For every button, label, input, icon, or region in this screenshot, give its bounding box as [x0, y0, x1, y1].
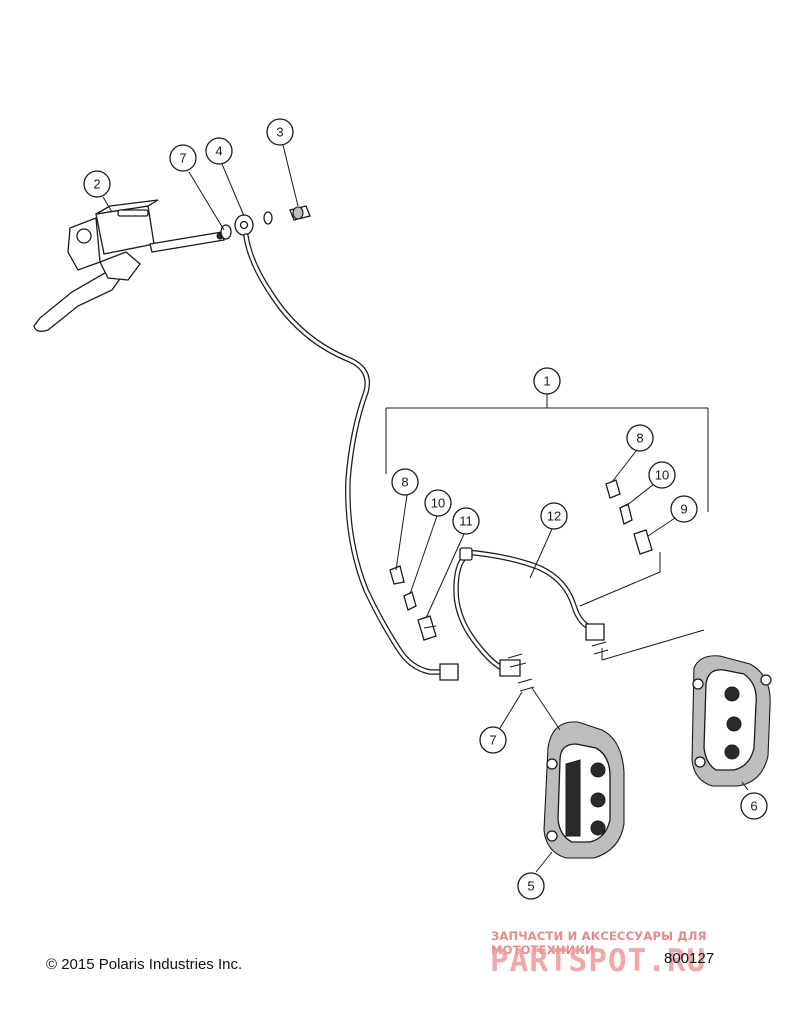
callout-6: 6 [740, 792, 768, 820]
callout-5-label: 5 [527, 879, 534, 894]
bleeder-parts-left [389, 565, 437, 641]
callout-2: 2 [83, 170, 111, 198]
caliper-right [691, 655, 772, 787]
callout-8-left-label: 8 [401, 475, 408, 490]
callout-2-label: 2 [93, 177, 100, 192]
callout-11-label: 11 [459, 514, 473, 529]
callout-12-label: 12 [547, 509, 561, 524]
caliper-left [543, 721, 625, 859]
callout-7-top: 7 [169, 144, 197, 172]
callout-10-right: 10 [648, 461, 676, 489]
callout-10-left-label: 10 [431, 496, 445, 511]
master-cylinder [33, 199, 225, 332]
callout-7-bottom-label: 7 [489, 733, 496, 748]
callout-1: 1 [533, 367, 561, 395]
banjo-fitting-top [220, 205, 311, 240]
callout-10-left: 10 [424, 489, 452, 517]
callout-1-label: 1 [543, 374, 550, 389]
callout-8-right-label: 8 [636, 431, 643, 446]
callout-8-left: 8 [391, 468, 419, 496]
callout-9: 9 [670, 495, 698, 523]
callout-4-label: 4 [215, 144, 222, 159]
main-brake-hose [243, 233, 453, 675]
callout-10-right-label: 10 [655, 468, 669, 483]
callout-4: 4 [205, 137, 233, 165]
callout-11: 11 [452, 507, 480, 535]
callout-9-label: 9 [680, 502, 687, 517]
diagram-part-number: 800127 [664, 950, 715, 967]
callout-3: 3 [266, 118, 294, 146]
banjo-fittings-lower [439, 623, 609, 692]
callout-12: 12 [540, 502, 568, 530]
callout-8-right: 8 [626, 424, 654, 452]
copyright-text: © 2015 Polaris Industries Inc. [46, 956, 243, 973]
watermark-caption: ЗАПЧАСТИ И АКСЕССУАРЫ ДЛЯ МОТОТЕХНИКИ [491, 929, 707, 957]
leader-lines [102, 144, 749, 873]
callout-6-label: 6 [750, 799, 757, 814]
callout-3-label: 3 [276, 125, 283, 140]
callout-7-top-label: 7 [179, 151, 186, 166]
callout-5: 5 [517, 872, 545, 900]
watermark-logo[interactable]: PARTSPOT.RU [490, 943, 707, 979]
group-bracket [385, 394, 709, 512]
splitter-hose [453, 547, 599, 673]
callout-7-bottom: 7 [479, 726, 507, 754]
